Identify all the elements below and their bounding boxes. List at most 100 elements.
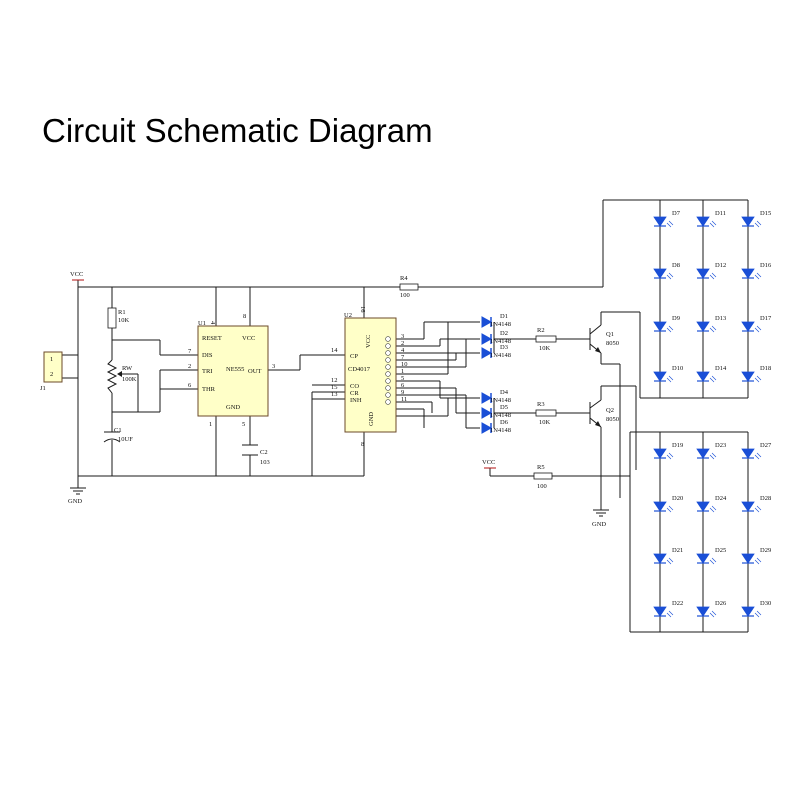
gnd-label-right: GND xyxy=(592,521,606,528)
u1-pin-gnd: GND xyxy=(226,404,240,411)
diode-value: 1N4148 xyxy=(490,321,511,328)
led-label: D30 xyxy=(760,600,771,607)
vcc-symbol-left: VCC xyxy=(70,271,84,281)
led-label: D18 xyxy=(760,365,771,372)
led-label: D24 xyxy=(715,495,727,502)
led-d10: D10 xyxy=(653,365,683,383)
capacitor-c1: C1 10UF xyxy=(103,427,133,443)
transistor-q1: Q1 8050 xyxy=(589,324,619,354)
j1-pin2-label: 2 xyxy=(50,371,53,378)
led-label: D22 xyxy=(672,600,683,607)
u2-output-pin-number: 7 xyxy=(401,354,405,361)
led-d19: D19 xyxy=(653,442,683,460)
u1-chip-name: NE555 xyxy=(226,366,244,373)
c2-label: C2 xyxy=(260,449,268,456)
diagram-title: Circuit Schematic Diagram xyxy=(42,112,433,149)
vcc-symbol-right: VCC xyxy=(482,459,496,469)
r2-label: R2 xyxy=(537,327,545,334)
u1-pin-reset: RESET xyxy=(202,335,222,342)
q1-label: Q1 xyxy=(606,331,614,338)
r3-value: 10K xyxy=(539,419,551,426)
u1-pin8-num: 8 xyxy=(243,313,246,320)
u2-output-pin-circle xyxy=(385,385,391,391)
led-d9: D9 xyxy=(653,315,680,333)
led-label: D17 xyxy=(760,315,772,322)
c1-label: C1 xyxy=(114,427,122,434)
led-label: D13 xyxy=(715,315,726,322)
diode-group: D11N4148D21N4148D31N4148D41N4148D51N4148… xyxy=(481,313,511,434)
led-d18: D18 xyxy=(741,365,771,383)
led-d16: D16 xyxy=(741,262,772,280)
u2-pin14-num: 14 xyxy=(331,347,338,354)
vcc-label-left: VCC xyxy=(70,271,83,278)
j1-pin1-label: 1 xyxy=(50,356,53,363)
u1-pin6-num: 6 xyxy=(188,382,192,389)
led-d21: D21 xyxy=(653,547,683,565)
diode-value: 1N4148 xyxy=(490,338,511,345)
transistor-q2: Q2 8050 xyxy=(589,399,619,428)
led-d26: D26 xyxy=(696,600,727,618)
led-d15: D15 xyxy=(741,210,771,228)
u1-pin-vcc: VCC xyxy=(242,335,255,342)
led-label: D27 xyxy=(760,442,772,449)
u2-output-pin-number: 2 xyxy=(401,340,404,347)
r4-value: 100 xyxy=(400,292,410,299)
u2-pin-cr: CR xyxy=(350,390,359,397)
c1-value: 10UF xyxy=(118,436,133,443)
c2-value: 103 xyxy=(260,459,270,466)
led-d30: D30 xyxy=(741,600,771,618)
led-d27: D27 xyxy=(741,442,772,460)
gnd-symbol-left: GND xyxy=(68,487,86,505)
diode-label: D4 xyxy=(500,389,509,396)
ic-u1-ne555: U1 RESET VCC DIS TRI NE555 OUT THR GND 4… xyxy=(188,313,275,428)
u2-output-pin-circle xyxy=(385,343,391,349)
resistor-r2: R2 10K xyxy=(535,327,557,352)
led-d22: D22 xyxy=(653,600,683,618)
led-label: D20 xyxy=(672,495,683,502)
r1-label: R1 xyxy=(118,309,126,316)
led-label: D28 xyxy=(760,495,771,502)
led-label: D12 xyxy=(715,262,726,269)
u2-output-pin-number: 10 xyxy=(401,361,408,368)
j1-label: J1 xyxy=(40,385,46,392)
u1-pin1-num: 1 xyxy=(209,421,212,428)
r5-value: 100 xyxy=(537,483,547,490)
led-d7: D7 xyxy=(653,210,681,228)
wires xyxy=(62,199,749,633)
led-d17: D17 xyxy=(741,315,772,333)
u1-pin4-num: 4 xyxy=(209,321,216,325)
u2-output-pin-circle xyxy=(385,378,391,384)
r1-value: 10K xyxy=(118,317,130,324)
diode-label: D1 xyxy=(500,313,508,320)
u2-pin-gnd: GND xyxy=(368,412,375,426)
vcc-label-right: VCC xyxy=(482,459,495,466)
u2-output-pin-circle xyxy=(385,399,391,405)
u1-pin-dis: DIS xyxy=(202,352,213,359)
u2-pin-inh: INH xyxy=(350,397,362,404)
diode-value: 1N4148 xyxy=(490,397,511,404)
u2-output-pin-number: 3 xyxy=(401,333,404,340)
u2-output-pin-circle xyxy=(385,364,391,370)
diode-value: 1N4148 xyxy=(490,412,511,419)
r4-label: R4 xyxy=(400,275,408,282)
led-d8: D8 xyxy=(653,262,680,280)
led-d11: D11 xyxy=(696,210,726,228)
gnd-label-left: GND xyxy=(68,498,82,505)
led-d20: D20 xyxy=(653,495,683,513)
u2-output-pin-circle xyxy=(385,336,391,342)
u2-output-pin-number: 4 xyxy=(401,347,405,354)
u2-chip-name: CD4017 xyxy=(348,366,371,373)
u2-pin15-num: 15 xyxy=(331,384,338,391)
u2-output-pin-number: 11 xyxy=(401,396,407,403)
u2-output-pin-circle xyxy=(385,350,391,356)
led-label: D10 xyxy=(672,365,683,372)
u1-pin3-num: 3 xyxy=(272,363,275,370)
diode-value: 1N4148 xyxy=(490,352,511,359)
led-d13: D13 xyxy=(696,315,726,333)
potentiometer-rw: RW 100K xyxy=(106,359,137,394)
